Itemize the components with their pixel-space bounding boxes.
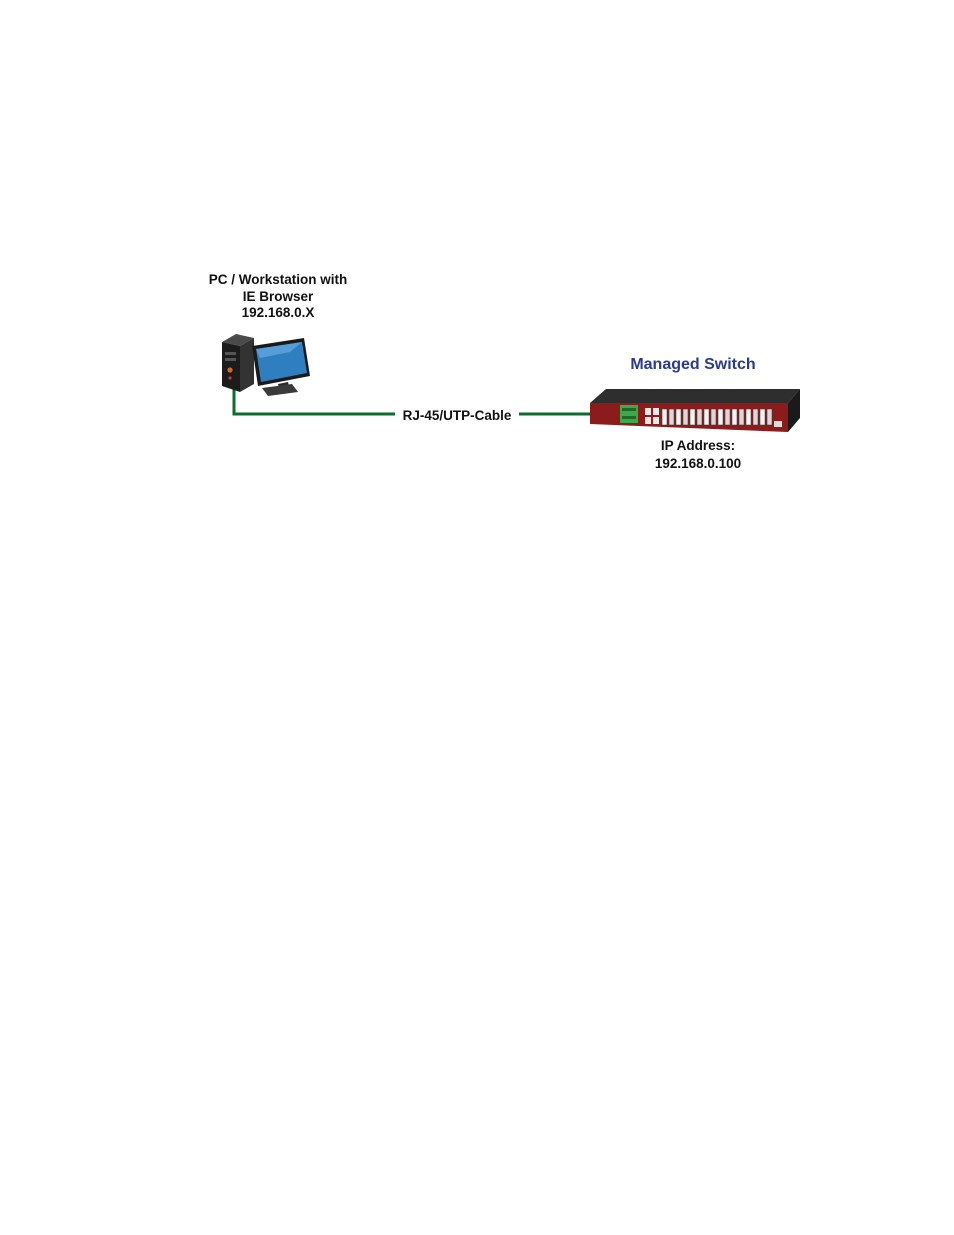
pc-label-line3: 192.168.0.X [180,305,376,322]
ip-address-value: 192.168.0.100 [618,456,778,474]
switch-ip-label: IP Address: 192.168.0.100 [618,438,778,474]
sfp-port [683,409,688,425]
sfp-port [690,409,695,425]
rj45-port [645,417,651,424]
sfp-port [739,409,744,425]
monitor-icon [252,338,310,396]
rj45-port [653,408,659,415]
rj45-port [653,417,659,424]
sfp-port [767,409,772,425]
sfp-port [711,409,716,425]
pc-label: PC / Workstation with IE Browser 192.168… [180,272,376,322]
sfp-port [669,409,674,425]
rj45-port [645,408,651,415]
sfp-port [760,409,765,425]
cable-label: RJ-45/UTP-Cable [395,408,519,423]
sfp-port [746,409,751,425]
managed-switch-icon [590,389,800,432]
switch-title: Managed Switch [608,356,778,374]
sfp-port [704,409,709,425]
sfp-port [662,409,667,425]
pc-label-line1: PC / Workstation with [180,272,376,289]
pc-label-line2: IE Browser [180,289,376,306]
pc-tower-icon [222,334,254,392]
sfp-port [732,409,737,425]
sfp-port [753,409,758,425]
sfp-port [697,409,702,425]
sfp-port [725,409,730,425]
switch-ports [645,408,772,425]
sfp-port [718,409,723,425]
sfp-port [676,409,681,425]
ip-address-caption: IP Address: [618,438,778,456]
